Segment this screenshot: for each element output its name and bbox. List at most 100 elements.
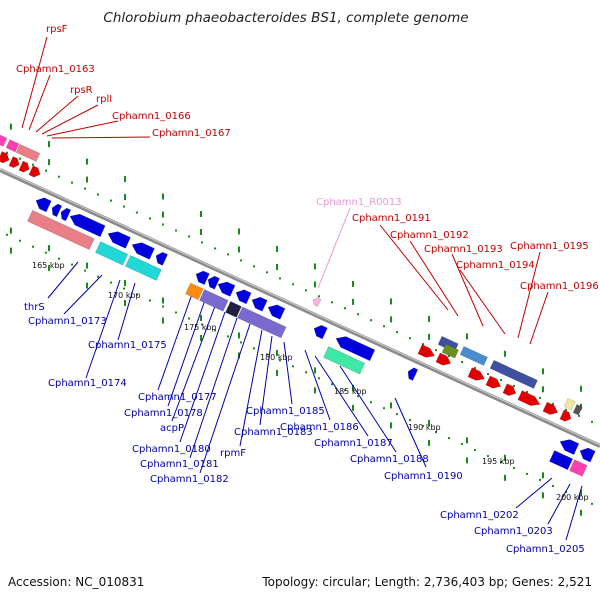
gene-label-rplI[interactable]: rplI [96, 94, 112, 105]
cds-reverse-glyph[interactable] [249, 294, 268, 312]
cds-forward-glyph[interactable] [28, 165, 42, 179]
cog-reverse-box[interactable] [569, 459, 588, 477]
cog-forward-box[interactable] [441, 343, 459, 359]
cog-reverse-box[interactable] [185, 282, 204, 301]
gene-label-cphamn1-0191[interactable]: Cphamn1_0191 [352, 213, 431, 224]
cds-reverse-glyph[interactable] [105, 228, 131, 249]
ruler-dot [188, 317, 190, 320]
gene-label-cphamn1-0166[interactable]: Cphamn1_0166 [112, 111, 191, 122]
ruler-dot [409, 337, 411, 340]
gene-label-cphamn1-0174[interactable]: Cphamn1_0174 [48, 378, 127, 389]
gene-label-cphamn1-0175[interactable]: Cphamn1_0175 [88, 340, 167, 351]
gene-label-cphamn1-0183[interactable]: Cphamn1_0183 [234, 427, 313, 438]
gene-label-thrS[interactable]: thrS [24, 302, 45, 313]
gene-label-cphamn1-0178[interactable]: Cphamn1_0178 [124, 408, 203, 419]
gene-label-cphamn1-0196[interactable]: Cphamn1_0196 [520, 281, 599, 292]
cog-reverse-box[interactable] [27, 210, 95, 251]
ruler-dot [32, 163, 34, 166]
gene-label-cphamn1-0167[interactable]: Cphamn1_0167 [152, 128, 231, 139]
gene-label-cphamn1-0163[interactable]: Cphamn1_0163 [16, 64, 95, 75]
cds-reverse-glyph[interactable] [129, 239, 155, 260]
gene-label-cphamn1-0173[interactable]: Cphamn1_0173 [28, 316, 107, 327]
cds-reverse-glyph[interactable] [58, 207, 72, 222]
cds-reverse-glyph[interactable] [215, 279, 236, 297]
gene-label-cphamn1-0203[interactable]: Cphamn1_0203 [474, 526, 553, 537]
gene-label-rpsR[interactable]: rpsR [70, 85, 93, 96]
tick-mark [542, 386, 544, 393]
cds-forward-glyph[interactable] [542, 401, 560, 417]
ruler-dot [526, 472, 528, 475]
gene-label-cphamn1-0180[interactable]: Cphamn1_0180 [132, 444, 211, 455]
cds-reverse-glyph[interactable] [265, 302, 286, 320]
ruler-dot [357, 313, 359, 316]
cog-forward-box[interactable] [0, 133, 8, 147]
tick-mark [200, 229, 202, 235]
cog-forward-box[interactable] [5, 139, 20, 153]
gene-label-rpsF[interactable]: rpsF [46, 24, 68, 35]
cog-reverse-box[interactable] [125, 255, 162, 281]
gene-label-cphamn1-0186[interactable]: Cphamn1_0186 [280, 422, 359, 433]
gene-label-cphamn1-0194[interactable]: Cphamn1_0194 [456, 260, 535, 271]
gene-label-cphamn1-0195[interactable]: Cphamn1_0195 [510, 241, 589, 252]
cog-reverse-box[interactable] [225, 301, 242, 318]
gene-label-acpP[interactable]: acpP [160, 423, 184, 434]
gene-label-cphamn1-0177[interactable]: Cphamn1_0177 [138, 392, 217, 403]
rna-glyph[interactable] [311, 296, 322, 307]
cog-forward-box[interactable] [572, 404, 583, 416]
cds-forward-glyph[interactable] [467, 367, 487, 384]
gene-label-cphamn1-r0013[interactable]: Cphamn1_R0013 [316, 197, 402, 208]
cog-forward-box[interactable] [489, 359, 538, 389]
gene-label-cphamn1-0190[interactable]: Cphamn1_0190 [384, 471, 463, 482]
cds-reverse-glyph[interactable] [405, 366, 419, 381]
cds-reverse-glyph[interactable] [233, 287, 252, 305]
cds-forward-glyph[interactable] [417, 344, 437, 361]
cog-reverse-box[interactable] [199, 289, 229, 312]
cds-forward-glyph[interactable] [0, 151, 11, 164]
ruler-dot [370, 319, 372, 322]
tick-label-175kbp: 175 kbp [184, 323, 217, 332]
cds-reverse-glyph[interactable] [557, 436, 580, 455]
cog-forward-box[interactable] [15, 143, 41, 162]
cds-forward-glyph[interactable] [517, 390, 542, 409]
cds-forward-glyph[interactable] [559, 409, 573, 423]
cds-reverse-glyph[interactable] [153, 250, 168, 266]
feature-layer[interactable] [0, 133, 596, 477]
cog-reverse-box[interactable] [549, 450, 574, 471]
gene-label-cphamn1-0192[interactable]: Cphamn1_0192 [390, 230, 469, 241]
cds-reverse-glyph[interactable] [333, 333, 376, 362]
cog-reverse-box[interactable] [237, 306, 287, 339]
cds-reverse-glyph[interactable] [205, 274, 220, 290]
cds-reverse-glyph[interactable] [49, 202, 63, 218]
gene-label-cphamn1-0188[interactable]: Cphamn1_0188 [350, 454, 429, 465]
cog-forward-box[interactable] [459, 346, 488, 366]
reverse-labels: thrS Cphamn1_0173 Cphamn1_0175 Cphamn1_0… [24, 302, 585, 555]
ruler-dot [110, 281, 112, 284]
cog-forward-box[interactable] [563, 397, 576, 411]
gene-label-cphamn1-0182[interactable]: Cphamn1_0182 [150, 474, 229, 485]
gene-label-rpmF[interactable]: rpmF [220, 448, 246, 459]
cds-reverse-glyph[interactable] [67, 211, 106, 238]
cds-reverse-glyph[interactable] [33, 195, 52, 213]
cds-forward-glyph[interactable] [435, 352, 453, 368]
cds-reverse-glyph[interactable] [577, 445, 596, 463]
gene-label-cphamn1-0187[interactable]: Cphamn1_0187 [314, 438, 393, 449]
cds-reverse-glyph[interactable] [193, 269, 210, 285]
cds-forward-glyph[interactable] [502, 383, 518, 398]
tick-mark [314, 387, 316, 394]
ruler-dot [422, 425, 424, 428]
cog-reverse-box[interactable] [95, 241, 129, 266]
gene-label-cphamn1-0185[interactable]: Cphamn1_0185 [246, 406, 325, 417]
cds-reverse-glyph[interactable] [311, 323, 328, 340]
cds-forward-glyph[interactable] [18, 160, 31, 174]
cog-reverse-box[interactable] [323, 346, 366, 375]
tick-mark [276, 263, 278, 270]
gene-label-cphamn1-0202[interactable]: Cphamn1_0202 [440, 510, 519, 521]
tick-mark [124, 194, 126, 201]
gene-label-cphamn1-0193[interactable]: Cphamn1_0193 [424, 244, 503, 255]
gene-label-cphamn1-0205[interactable]: Cphamn1_0205 [506, 544, 585, 555]
tick-mark [542, 368, 544, 375]
cds-forward-glyph[interactable] [485, 375, 503, 391]
cds-forward-glyph[interactable] [8, 156, 21, 170]
gene-label-cphamn1-0181[interactable]: Cphamn1_0181 [140, 459, 219, 470]
